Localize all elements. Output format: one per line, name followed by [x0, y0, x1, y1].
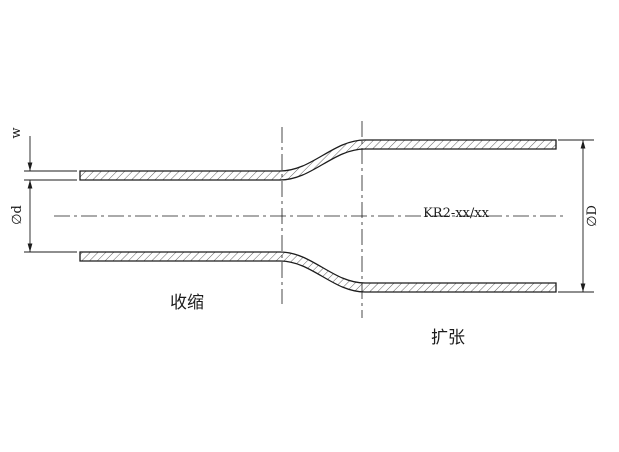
label-wall-thickness: w [9, 127, 24, 138]
label-small-diameter: ∅d [10, 205, 25, 225]
part-marking-text: KR2-xx/xx [423, 206, 490, 221]
label-large-diameter: ∅D [585, 205, 600, 227]
arrow-D-up-icon [580, 140, 586, 149]
arrow-D-down-icon [580, 283, 586, 292]
dimension-small-end: w ∅d [9, 127, 77, 253]
tube-upper-wall [79, 139, 557, 181]
tube-lower-wall [79, 251, 557, 293]
arrow-d-up-icon [27, 180, 33, 189]
tube-section [79, 139, 557, 293]
arrow-w-down-icon [27, 162, 33, 171]
centerlines [54, 121, 566, 318]
arrow-d-down-icon [27, 243, 33, 252]
caption-shrink: 收缩 [170, 293, 204, 313]
caption-expand: 扩张 [431, 328, 465, 348]
dimension-large-end: ∅D [558, 139, 600, 293]
